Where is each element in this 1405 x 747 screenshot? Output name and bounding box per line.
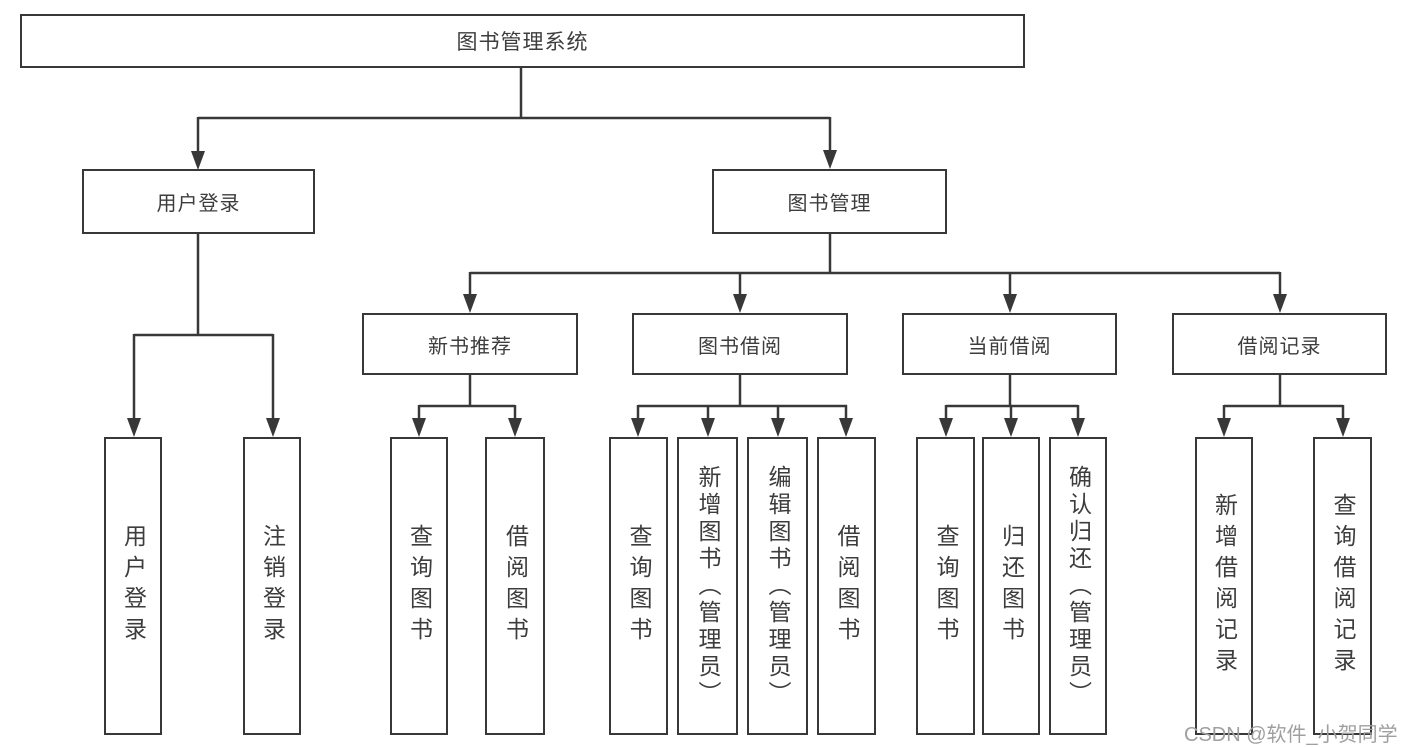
node-label: 新书推荐 bbox=[428, 335, 512, 358]
node-book-borrowing: 图书借阅 bbox=[632, 313, 848, 375]
node-label: 图书管理系统 bbox=[456, 31, 589, 54]
node-label: 借阅记录 bbox=[1237, 335, 1322, 358]
leaf-query-books-borrowing: 查询图书 bbox=[609, 437, 668, 735]
leaf-query-books-current: 查询图书 bbox=[916, 437, 975, 735]
leaf-add-borrow-record: 新增借阅记录 bbox=[1195, 437, 1253, 735]
leaf-label: 查询图书 bbox=[626, 524, 652, 648]
node-label: 用户登录 bbox=[156, 193, 241, 215]
node-label: 图书管理 bbox=[787, 193, 872, 215]
leaf-logout: 注销登录 bbox=[243, 437, 301, 735]
arrowheads bbox=[127, 150, 1350, 437]
node-borrowing-records: 借阅记录 bbox=[1172, 313, 1387, 375]
node-user-login: 用户登录 bbox=[82, 169, 315, 234]
node-label: 图书借阅 bbox=[698, 335, 782, 358]
csdn-watermark: CSDN @软件_小贺同学 bbox=[1184, 724, 1398, 746]
leaf-edit-book-admin: 编辑图书（管理员） bbox=[747, 437, 808, 735]
node-library-management-system: 图书管理系统 bbox=[20, 14, 1025, 68]
leaf-add-book-admin: 新增图书（管理员） bbox=[677, 437, 738, 735]
leaf-return-books: 归还图书 bbox=[982, 437, 1040, 735]
leaf-label: 查询图书 bbox=[933, 524, 959, 648]
leaf-borrow-books-recommendation: 借阅图书 bbox=[485, 437, 545, 735]
leaf-label: 借阅图书 bbox=[834, 524, 860, 648]
leaf-label: 编辑图书（管理员） bbox=[765, 464, 791, 708]
leaf-label: 借阅图书 bbox=[502, 524, 529, 648]
leaf-label: 归还图书 bbox=[998, 524, 1025, 648]
node-label: 当前借阅 bbox=[967, 335, 1052, 358]
leaf-borrow-books-borrowing: 借阅图书 bbox=[817, 437, 876, 735]
connector-segments bbox=[132, 68, 1345, 420]
leaf-query-books-recommendation: 查询图书 bbox=[390, 437, 448, 735]
leaf-label: 用户登录 bbox=[120, 524, 147, 648]
node-current-borrowing: 当前借阅 bbox=[902, 313, 1117, 375]
leaf-query-borrow-record: 查询借阅记录 bbox=[1313, 437, 1372, 735]
leaf-label: 新增借阅记录 bbox=[1211, 493, 1238, 679]
leaf-label: 查询图书 bbox=[406, 524, 433, 648]
leaf-user-login: 用户登录 bbox=[104, 437, 162, 735]
leaf-label: 新增图书（管理员） bbox=[695, 464, 721, 708]
leaf-label: 注销登录 bbox=[259, 524, 286, 648]
leaf-label: 查询借阅记录 bbox=[1330, 493, 1356, 679]
leaf-label: 确认归还（管理员） bbox=[1065, 464, 1092, 708]
leaf-confirm-return-admin: 确认归还（管理员） bbox=[1049, 437, 1107, 735]
node-new-book-recommendation: 新书推荐 bbox=[362, 313, 578, 375]
node-book-management: 图书管理 bbox=[712, 169, 947, 234]
